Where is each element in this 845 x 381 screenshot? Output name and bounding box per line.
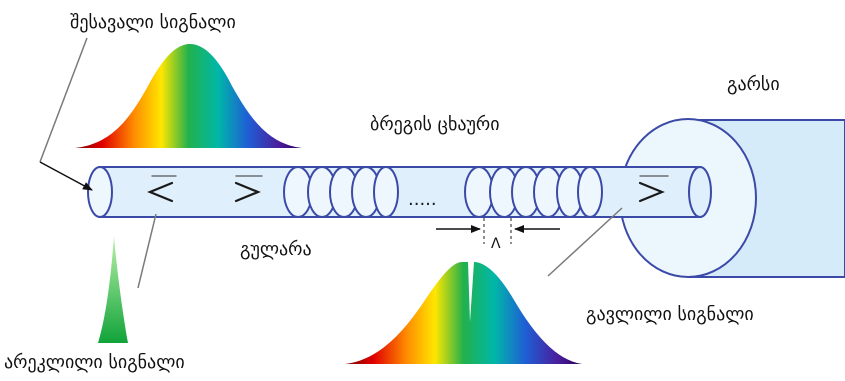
grating-period-marker xyxy=(436,218,560,244)
label-bragg-grating: ბრეგის ცხაური xyxy=(370,114,500,135)
leader-lines xyxy=(39,37,623,289)
period-symbol: Λ xyxy=(491,236,501,252)
grating-section-1 xyxy=(283,166,399,218)
fiber-core xyxy=(87,166,712,218)
light-ray-chevrons xyxy=(147,175,669,203)
grating-section-2 xyxy=(464,166,603,218)
input-spectrum xyxy=(75,44,302,148)
label-cladding: გარსი xyxy=(727,74,780,95)
ellipsis-text: ..... xyxy=(408,189,437,210)
label-transmitted-signal: გავლილი სიგნალი xyxy=(586,304,754,325)
label-reflected-signal: არეკლილი სიგნალი xyxy=(4,352,185,373)
reflected-spectrum xyxy=(98,236,128,343)
label-input-signal: შესავალი სიგნალი xyxy=(70,12,236,33)
transmitted-spectrum xyxy=(345,262,582,364)
label-core: გულარა xyxy=(240,239,312,260)
